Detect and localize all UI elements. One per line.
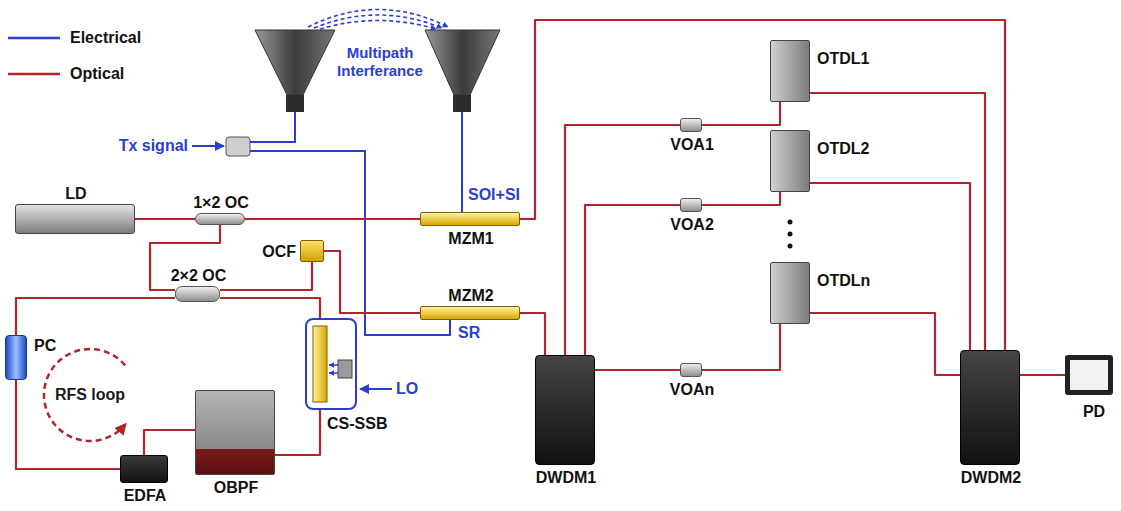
bandpass-filter: OBPF: [195, 390, 275, 475]
iq-modulator: [313, 326, 327, 402]
legend-text: Electrical: [70, 28, 141, 47]
optical-fiber: [520, 313, 545, 355]
rf-hybrid: [338, 360, 352, 378]
electrical-wire: [250, 112, 295, 142]
legend-line: [8, 73, 60, 76]
optical-coupler: 2×2 OC: [175, 286, 220, 302]
component-label: 1×2 OC: [193, 193, 249, 212]
optical-fiber: [245, 218, 420, 220]
polarization-controller: PC: [5, 335, 27, 380]
signal-name: LO: [396, 379, 418, 398]
photodetector: PD: [1065, 355, 1113, 395]
modulator: MZM1: [420, 212, 520, 226]
delay-line: OTDL1: [770, 40, 810, 102]
component-label: OCF: [262, 242, 296, 261]
component-label: CS-SSB: [327, 414, 387, 433]
multiplexer: DWDM2: [960, 350, 1020, 465]
optical-fiber: [585, 205, 680, 355]
component-label: PC: [34, 336, 56, 355]
optical-fiber: [595, 369, 680, 371]
electrical-wire: [461, 112, 463, 212]
optical-fiber: [144, 430, 195, 455]
optical-fiber: [702, 324, 780, 370]
antenna-feed: [453, 95, 471, 112]
multipath-wave: [308, 10, 448, 28]
multipath-wave: [320, 21, 436, 30]
component-label: EDFA: [124, 486, 167, 505]
component-label: VOA1: [670, 135, 714, 154]
modulator: MZM2: [420, 306, 520, 320]
signal-arrow: [360, 388, 392, 390]
antenna-feed: [286, 95, 304, 112]
legend-line: [8, 37, 60, 40]
ssb-modulator-box: CS-SSB: [305, 318, 357, 410]
component-label: VOAn: [670, 380, 714, 399]
horn-antenna: [425, 30, 500, 95]
optical-fiber: [220, 298, 320, 318]
signal-name: Tx signal: [119, 136, 188, 155]
optical-coupler: 1×2 OC: [195, 213, 245, 225]
component-label: MZM2: [448, 286, 493, 305]
legend-text: Optical: [70, 64, 124, 83]
signal-arrow: [329, 372, 338, 374]
loop-arrow: [44, 349, 125, 441]
ellipsis-dot: [788, 244, 793, 249]
optical-fiber: [1020, 374, 1065, 376]
optical-fiber: [810, 93, 985, 350]
optical-amplifier: EDFA: [120, 455, 168, 483]
optical-fiber: [220, 262, 312, 290]
optical-fiber: [324, 251, 420, 313]
component-label: OTDLn: [817, 271, 870, 290]
component-label: VOA2: [670, 215, 714, 234]
component-label: DWDM1: [536, 468, 596, 487]
optical-fiber: [702, 102, 780, 125]
demultiplexer: DWDM1: [535, 355, 595, 465]
ellipsis-dot: [788, 220, 793, 225]
ellipsis-dot: [788, 232, 793, 237]
attenuator: VOA1: [680, 118, 702, 132]
loop-name: RFS loop: [55, 385, 125, 404]
optical-fiber: [520, 20, 1005, 350]
signal-arrow: [192, 145, 224, 147]
optical-fiber: [135, 218, 195, 220]
optical-fiber: [275, 410, 320, 455]
component-label: DWDM2: [961, 468, 1021, 487]
component-label: 2×2 OC: [171, 266, 227, 285]
component-label: MZM1: [448, 229, 493, 248]
signal-arrow: [329, 364, 338, 366]
optical-fiber: [565, 125, 680, 355]
delay-line: OTDL2: [770, 130, 810, 192]
annotation: Multipath Interferance: [330, 44, 430, 80]
delay-line: OTDLn: [770, 262, 810, 324]
optical-filter: OCF: [300, 240, 324, 262]
laser-diode: LD: [15, 204, 135, 234]
component-label: OTDL1: [817, 49, 869, 68]
signal-name: SR: [458, 323, 480, 342]
signal-name: SOI+SI: [468, 185, 520, 204]
rf-splitter: [226, 137, 250, 156]
attenuator: VOAn: [680, 363, 702, 377]
component-label: LD: [65, 184, 86, 203]
attenuator: VOA2: [680, 198, 702, 212]
component-label: OTDL2: [817, 139, 869, 158]
component-label: OBPF: [214, 478, 258, 497]
component-label: PD: [1083, 402, 1105, 421]
multipath-wave: [314, 15, 442, 28]
horn-antenna: [255, 30, 335, 95]
optical-fiber: [702, 192, 780, 205]
optical-fiber: [810, 183, 970, 350]
optical-fiber: [810, 313, 960, 375]
optical-fiber: [16, 298, 175, 335]
